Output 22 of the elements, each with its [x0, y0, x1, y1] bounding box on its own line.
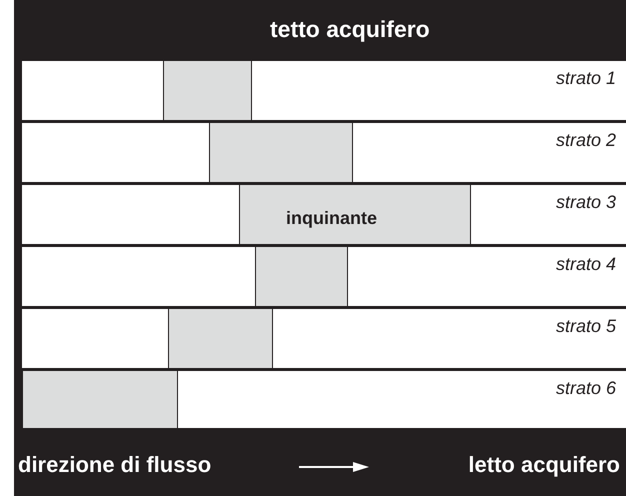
band-label: tetto acquifero [270, 15, 430, 44]
flow-direction-label: direzione di flusso [18, 451, 212, 479]
pollutant-block [168, 309, 273, 368]
stratum-layer [22, 185, 626, 244]
stratum-label: strato 1 [556, 67, 616, 90]
stratum-layer [22, 247, 626, 306]
stratum-layer [22, 61, 626, 120]
stratum-label: strato 2 [556, 129, 616, 152]
band-label: letto acquifero [468, 451, 620, 479]
stratum-label: strato 3 [556, 191, 616, 214]
stratum-layer [22, 309, 626, 368]
stratum-label: strato 6 [556, 377, 616, 400]
pollutant-block [163, 61, 252, 120]
stratum-layer [22, 123, 626, 182]
stratum-layer [22, 371, 626, 428]
stratum-label: strato 5 [556, 315, 616, 338]
pollutant-zone [239, 185, 471, 244]
pollutant-label: inquinante [286, 207, 377, 230]
pollutant-block [209, 123, 353, 182]
stratum-label: strato 4 [556, 253, 616, 276]
pollutant-block [255, 247, 348, 306]
pollutant-block [22, 371, 178, 428]
